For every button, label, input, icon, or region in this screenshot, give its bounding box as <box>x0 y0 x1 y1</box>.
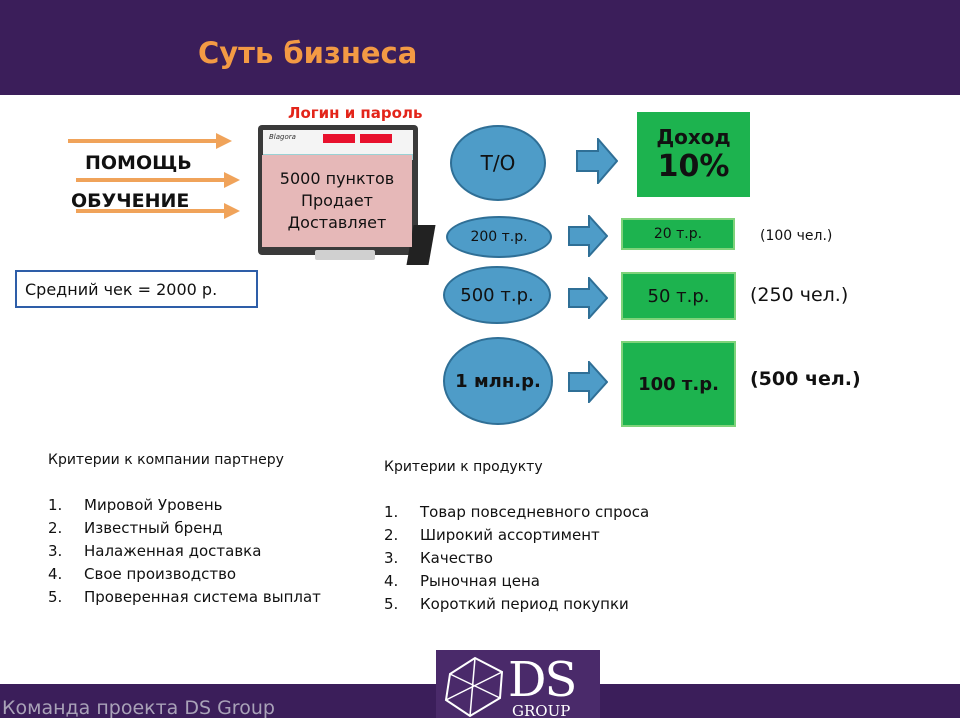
average-check-box: Средний чек = 2000 р. <box>15 270 258 308</box>
income-box: Доход 10% <box>637 112 750 197</box>
list-item: 3.Качество <box>384 549 493 567</box>
block-arrow-1 <box>576 138 618 184</box>
list-item: 1.Товар повседневного спроса <box>384 503 650 521</box>
ds-group-logo: DS GROUP <box>436 650 600 718</box>
turnover-ellipse-1m: 1 млн.р. <box>443 337 553 425</box>
block-arrow-3 <box>568 277 608 319</box>
footer-text: Команда проекта DS Group <box>2 697 275 718</box>
income-box-100: 100 т.р. <box>621 341 736 427</box>
income-box-20: 20 т.р. <box>621 218 735 250</box>
income-box-50: 50 т.р. <box>621 272 736 320</box>
partner-criteria-heading: Критерии к компании партнеру <box>48 452 284 468</box>
list-item: 2.Известный бренд <box>48 519 223 537</box>
monitor-stand <box>315 250 375 260</box>
product-criteria-heading: Критерии к продукту <box>384 459 543 475</box>
header-bar <box>0 0 960 95</box>
block-arrow-2 <box>568 215 608 257</box>
diamond-icon <box>444 656 504 718</box>
list-item: 1.Мировой Уровень <box>48 496 223 514</box>
screen-login-field <box>323 134 355 143</box>
store-info-box: 5000 пунктов Продает Доставляет <box>262 155 412 247</box>
screen-password-field <box>360 134 392 143</box>
login-label: Логин и пароль <box>288 104 423 122</box>
people-count-250: (250 чел.) <box>750 284 849 306</box>
list-item: 2.Широкий ассортимент <box>384 526 600 544</box>
list-item: 5.Короткий период покупки <box>384 595 629 613</box>
training-label: ОБУЧЕНИЕ <box>71 190 190 212</box>
partner-criteria-list: 1.Мировой Уровень 2.Известный бренд 3.На… <box>48 494 321 609</box>
logo-ds-text: DS <box>508 652 577 708</box>
list-item: 3.Налаженная доставка <box>48 542 262 560</box>
page-title: Суть бизнеса <box>198 36 418 70</box>
list-item: 4.Свое производство <box>48 565 237 583</box>
income-label: Доход <box>656 125 731 149</box>
store-delivers: Доставляет <box>287 213 387 232</box>
product-criteria-list: 1.Товар повседневного спроса 2.Широкий а… <box>384 501 649 616</box>
list-item: 4.Рыночная цена <box>384 572 540 590</box>
list-item: 5.Проверенная система выплат <box>48 588 321 606</box>
screen-logo: Blagora <box>269 133 296 141</box>
store-points: 5000 пунктов <box>279 169 395 188</box>
people-count-100: (100 чел.) <box>760 228 833 244</box>
people-count-500: (500 чел.) <box>750 368 861 390</box>
help-label: ПОМОЩЬ <box>85 152 192 174</box>
turnover-ellipse-500: 500 т.р. <box>443 266 551 324</box>
income-percent: 10% <box>657 149 730 184</box>
block-arrow-4 <box>568 361 608 403</box>
store-sells: Продает <box>300 191 373 210</box>
logo-group-text: GROUP <box>512 702 571 718</box>
turnover-ellipse-200: 200 т.р. <box>446 216 552 258</box>
turnover-ellipse: Т/О <box>450 125 546 201</box>
